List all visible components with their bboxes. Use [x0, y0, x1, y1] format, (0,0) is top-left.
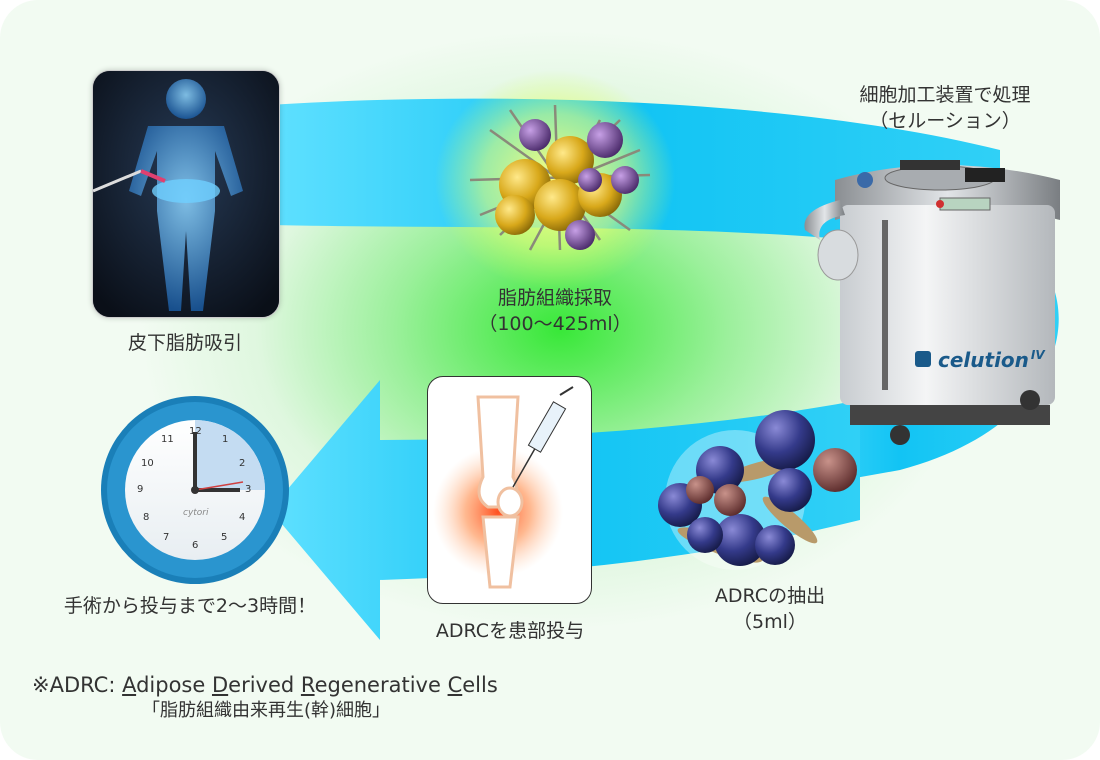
clock-number-9: 9	[137, 484, 144, 495]
clock-icon	[101, 396, 289, 584]
footnote-word2-rest: erived	[228, 673, 301, 697]
footnote-translation: 「脂肪組織由来再生(幹)細胞」	[142, 700, 391, 721]
adrc-cells-illustration	[658, 410, 857, 570]
clock-number-7: 7	[163, 532, 170, 543]
processing-title: 細胞加工装置で処理	[859, 84, 1031, 106]
footnote-prefix: ※ADRC:	[32, 673, 123, 697]
processing-label: 細胞加工装置で処理 （セルーション）	[830, 82, 1060, 134]
footnote-word4-initial: C	[447, 673, 463, 697]
body-silhouette-icon	[93, 71, 279, 317]
footnote-word1-rest: dipose	[136, 673, 212, 697]
extraction-amount: （5ml）	[733, 611, 807, 633]
celution-device-icon	[804, 160, 1060, 445]
liposuction-label: 皮下脂肪吸引	[127, 332, 242, 354]
duration-label: 手術から投与まで2〜3時間！	[63, 595, 317, 617]
clock-number-2: 2	[239, 458, 246, 469]
knee-injection-image-panel	[427, 376, 592, 604]
footnote-word4-rest: ells	[462, 673, 498, 697]
footnote-word2-initial: D	[211, 673, 229, 697]
celution-brand: celution	[938, 348, 1029, 372]
footnote-word1-initial: A	[122, 673, 137, 697]
clock-logo: cytori	[183, 508, 209, 518]
clock-number-3: 3	[245, 484, 252, 495]
liposuction-image-panel	[92, 70, 280, 318]
fat-tissue-illustration	[469, 104, 651, 251]
extraction-title: ADRCの抽出	[714, 585, 826, 607]
clock-number-12: 12	[189, 426, 202, 437]
harvest-amount: （100〜425ml）	[478, 313, 632, 335]
footnote-word3-rest: egenerative	[314, 673, 448, 697]
harvest-title: 脂肪組織採取	[497, 287, 612, 309]
processing-subtitle: （セルーション）	[869, 110, 1021, 132]
clock-numbers: 12 1 2 3 4 5 6 7 8 9 10 11 cytori	[125, 420, 265, 560]
harvest-label: 脂肪組織採取 （100〜425ml）	[455, 285, 655, 337]
clock-number-1: 1	[222, 434, 229, 445]
footnote: ※ADRC: Adipose Derived Regenerative Cell…	[32, 672, 498, 724]
administration-label: ADRCを患部投与	[435, 620, 585, 642]
clock-number-4: 4	[239, 512, 246, 523]
extraction-label: ADRCの抽出 （5ml）	[690, 583, 850, 635]
clock-number-10: 10	[141, 458, 154, 469]
footnote-definition: ※ADRC: Adipose Derived Regenerative Cell…	[32, 672, 498, 698]
clock-number-11: 11	[161, 434, 174, 445]
clock-number-6: 6	[192, 540, 199, 551]
clock-number-8: 8	[143, 512, 150, 523]
celution-model: IV	[1030, 348, 1045, 363]
footnote-word3-initial: R	[300, 673, 315, 697]
clock-number-5: 5	[221, 532, 228, 543]
knee-injection-icon	[433, 386, 574, 589]
